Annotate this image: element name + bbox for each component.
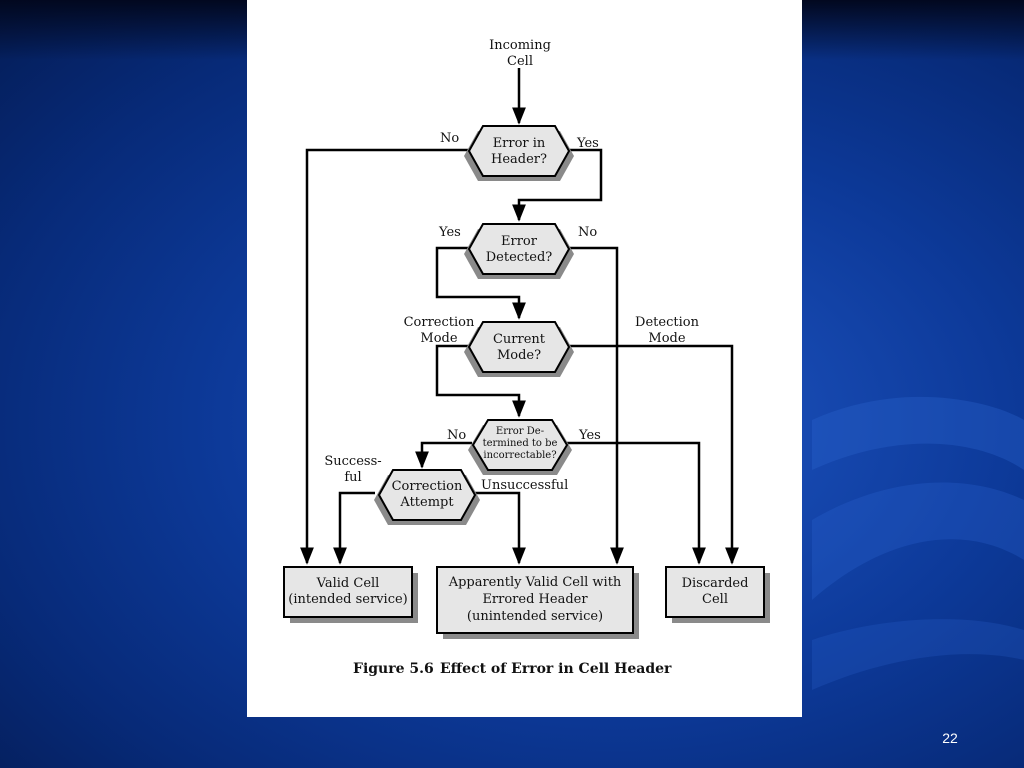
label-detected-yes: Yes <box>438 225 461 240</box>
decision-header-line1: Error in <box>493 136 546 151</box>
edge-labels: No Yes Yes No Correction Mode Detection … <box>324 131 699 493</box>
outcome-apparent-line1: Apparently Valid Cell with <box>448 575 622 590</box>
decision-current-mode: Current Mode? <box>464 321 574 377</box>
label-incorrectable-no: No <box>447 428 466 443</box>
label-detection-mode-2: Mode <box>648 331 685 346</box>
outcome-apparent-line3: (unintended service) <box>467 609 603 624</box>
decision-detected-line2: Detected? <box>486 250 553 265</box>
outcome-discarded-line2: Cell <box>702 592 728 607</box>
decision-mode-line1: Current <box>493 332 546 347</box>
figure-caption-number: Figure 5.6 <box>353 661 434 677</box>
figure-caption-title: Effect of Error in Cell Header <box>440 661 672 677</box>
label-correction-mode-1: Correction <box>404 315 475 330</box>
decision-incorrectable-line2: termined to be <box>483 438 558 449</box>
slide-number: 22 <box>942 730 958 746</box>
label-incorrectable-yes: Yes <box>578 428 601 443</box>
flowchart: Incoming Cell Error in Header? Error Det… <box>283 38 770 677</box>
outcome-discarded-cell: Discarded Cell <box>665 566 770 623</box>
label-correction-mode-2: Mode <box>420 331 457 346</box>
figure-card: Incoming Cell Error in Header? Error Det… <box>247 0 802 717</box>
label-successful-1: Success- <box>324 454 381 469</box>
outcome-discarded-line1: Discarded <box>682 576 749 591</box>
decision-header-line2: Header? <box>491 152 547 167</box>
label-unsuccessful: Unsuccessful <box>481 478 568 493</box>
outcome-apparently-valid-cell: Apparently Valid Cell with Errored Heade… <box>436 566 639 639</box>
label-header-yes: Yes <box>576 136 599 151</box>
start-label-line1: Incoming <box>489 38 551 53</box>
connector-lines <box>300 68 739 565</box>
label-detected-no: No <box>578 225 597 240</box>
label-detection-mode-1: Detection <box>635 315 700 330</box>
decision-correction-line1: Correction <box>392 479 463 494</box>
decision-detected-line1: Error <box>501 234 538 249</box>
decision-error-detected: Error Detected? <box>464 223 574 279</box>
outcome-valid-line1: Valid Cell <box>316 576 380 591</box>
decision-mode-line2: Mode? <box>497 348 541 363</box>
decision-incorrectable-line1: Error De- <box>496 426 544 437</box>
label-header-no: No <box>440 131 459 146</box>
decision-error-in-header: Error in Header? <box>464 125 574 181</box>
outcome-apparent-line2: Errored Header <box>482 592 588 607</box>
start-label-line2: Cell <box>507 54 533 69</box>
decision-correction-attempt: Correction Attempt <box>374 469 480 525</box>
label-successful-2: ful <box>344 470 361 485</box>
decision-incorrectable-line3: incorrectable? <box>483 450 556 461</box>
outcome-valid-line2: (intended service) <box>288 592 408 607</box>
decision-correction-line2: Attempt <box>399 495 454 510</box>
outcome-valid-cell: Valid Cell (intended service) <box>283 566 418 623</box>
decision-incorrectable: Error De- termined to be incorrectable? <box>468 419 572 475</box>
